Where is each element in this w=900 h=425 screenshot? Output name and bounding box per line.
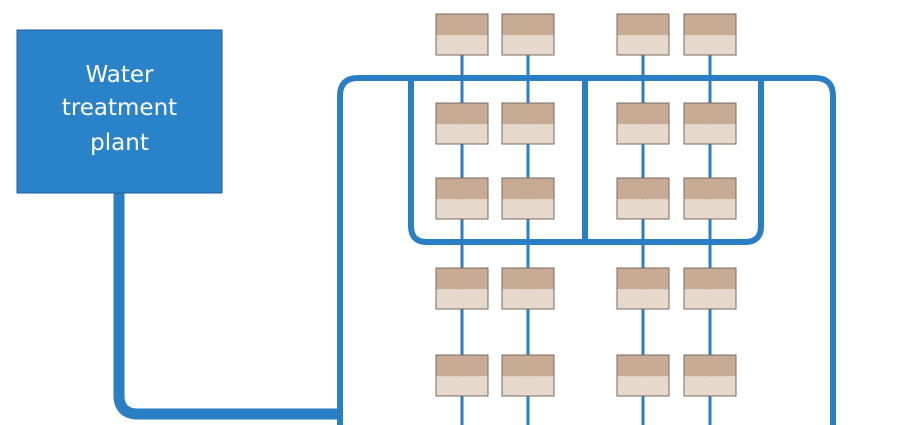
house-body bbox=[617, 199, 669, 219]
plant-box bbox=[16, 29, 223, 194]
house-body bbox=[617, 289, 669, 309]
house-roof bbox=[617, 103, 669, 125]
house bbox=[435, 267, 489, 310]
house-outline bbox=[616, 354, 670, 397]
house-roof bbox=[617, 268, 669, 290]
house-outline bbox=[435, 354, 489, 397]
house-roof bbox=[617, 355, 669, 377]
plant-label-line-3: plant bbox=[90, 130, 149, 156]
house bbox=[501, 267, 555, 310]
house-body bbox=[684, 124, 736, 144]
house-roof bbox=[502, 103, 554, 125]
house bbox=[616, 102, 670, 145]
house bbox=[616, 13, 670, 56]
house-roof bbox=[502, 178, 554, 200]
house-roof bbox=[502, 355, 554, 377]
house-outline bbox=[683, 177, 737, 220]
house-roof bbox=[502, 268, 554, 290]
main-supply-pipe bbox=[113, 193, 340, 420]
house bbox=[616, 354, 670, 397]
house-outline bbox=[501, 354, 555, 397]
house bbox=[435, 13, 489, 56]
house-roof bbox=[684, 14, 736, 36]
water-treatment-plant: Water treatment plant bbox=[16, 29, 223, 194]
house bbox=[435, 354, 489, 397]
plant-label-line-1: Water bbox=[86, 62, 155, 88]
house-outline bbox=[683, 13, 737, 56]
house-body bbox=[684, 289, 736, 309]
house-roof bbox=[436, 14, 488, 36]
house-roof bbox=[684, 355, 736, 377]
house-body bbox=[502, 199, 554, 219]
house-outline bbox=[683, 267, 737, 310]
house-body bbox=[436, 199, 488, 219]
house-outline bbox=[616, 267, 670, 310]
house bbox=[616, 177, 670, 220]
house bbox=[435, 177, 489, 220]
house-outline bbox=[501, 267, 555, 310]
house-roof bbox=[502, 14, 554, 36]
house-outline bbox=[435, 102, 489, 145]
house-outline bbox=[435, 177, 489, 220]
house-outline bbox=[616, 102, 670, 145]
house bbox=[683, 354, 737, 397]
plant-label-line-2: treatment bbox=[62, 95, 177, 121]
house-body bbox=[502, 376, 554, 396]
house-outline bbox=[616, 177, 670, 220]
houses-group bbox=[435, 13, 737, 397]
house-body bbox=[684, 376, 736, 396]
house bbox=[501, 102, 555, 145]
house bbox=[683, 267, 737, 310]
house bbox=[616, 267, 670, 310]
house-roof bbox=[436, 178, 488, 200]
house-body bbox=[617, 376, 669, 396]
house bbox=[683, 13, 737, 56]
house-outline bbox=[683, 102, 737, 145]
house-body bbox=[617, 124, 669, 144]
house bbox=[435, 102, 489, 145]
house-roof bbox=[684, 268, 736, 290]
house-roof bbox=[436, 103, 488, 125]
house-outline bbox=[616, 13, 670, 56]
house-roof bbox=[617, 14, 669, 36]
house-roof bbox=[436, 355, 488, 377]
house-outline bbox=[683, 354, 737, 397]
house-outline bbox=[501, 13, 555, 56]
house-body bbox=[436, 35, 488, 55]
house-body bbox=[436, 376, 488, 396]
house bbox=[501, 177, 555, 220]
house bbox=[501, 354, 555, 397]
house-body bbox=[502, 289, 554, 309]
house bbox=[501, 13, 555, 56]
house-body bbox=[436, 124, 488, 144]
house-body bbox=[684, 35, 736, 55]
house-outline bbox=[435, 13, 489, 56]
house-roof bbox=[684, 178, 736, 200]
house bbox=[683, 102, 737, 145]
house-body bbox=[502, 124, 554, 144]
house-outline bbox=[435, 267, 489, 310]
house-outline bbox=[501, 102, 555, 145]
house-body bbox=[436, 289, 488, 309]
house-roof bbox=[617, 178, 669, 200]
house-outline bbox=[501, 177, 555, 220]
house bbox=[683, 177, 737, 220]
house-body bbox=[617, 35, 669, 55]
house-body bbox=[684, 199, 736, 219]
house-roof bbox=[436, 268, 488, 290]
house-roof bbox=[684, 103, 736, 125]
house-body bbox=[502, 35, 554, 55]
